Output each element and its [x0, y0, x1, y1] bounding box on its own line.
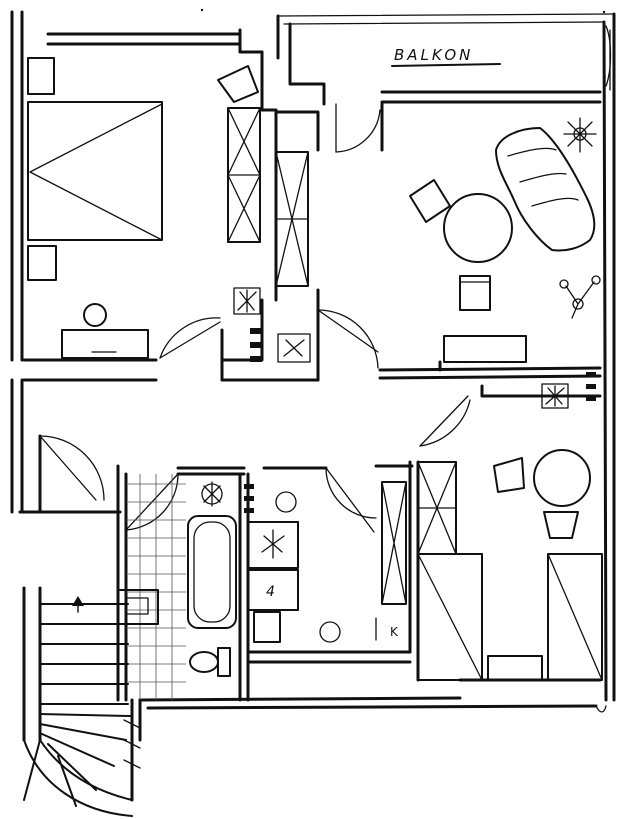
bathroom-tiles	[126, 474, 186, 700]
dining-table	[443, 193, 513, 263]
kitchen-label: K	[390, 625, 399, 639]
kitchen-sink-round	[275, 491, 297, 513]
balcony: BALKON	[391, 25, 612, 87]
dishwasher	[247, 521, 299, 569]
kitchen-door	[325, 467, 375, 533]
shaft-lower	[277, 333, 311, 363]
living-room	[409, 117, 601, 363]
armchair	[409, 179, 451, 223]
kitchen-cabinet	[253, 611, 281, 643]
shaft-right	[541, 383, 569, 409]
balcony-label: BALKON	[394, 46, 473, 64]
desk-chair-bottom	[543, 511, 579, 539]
living-room-door	[317, 309, 379, 353]
washbasin	[117, 589, 159, 625]
kitchen: 4 K	[247, 481, 407, 643]
washing-machine-label: 4	[266, 584, 275, 600]
nightstand-top	[27, 57, 55, 95]
side-table	[487, 655, 543, 681]
entrance-door	[39, 435, 97, 501]
doors	[39, 103, 471, 533]
sideboard	[443, 335, 527, 363]
second-room	[417, 372, 603, 681]
bedroom-chair	[217, 65, 259, 103]
sofa	[495, 127, 596, 252]
exterior-walls	[10, 10, 616, 713]
bedroom	[27, 57, 261, 359]
shaft-top	[233, 287, 261, 315]
kitchen-counter	[381, 481, 407, 605]
staircase	[23, 596, 141, 817]
heater-marks	[250, 328, 262, 362]
single-bed-right	[547, 553, 603, 681]
bedroom-lamp	[83, 303, 107, 327]
hallway-fixtures	[233, 151, 311, 363]
nightstand-bottom	[27, 245, 57, 281]
heater-marks-right	[586, 372, 596, 401]
toilet-icon	[189, 647, 231, 677]
desk-chair-left	[493, 457, 525, 493]
bathtub	[187, 515, 237, 629]
dresser	[61, 329, 149, 359]
desk-round	[533, 449, 591, 507]
child-room-door	[419, 395, 469, 447]
washing-machine	[247, 569, 299, 611]
double-bed	[27, 101, 163, 241]
chair	[459, 275, 491, 311]
interior-walls	[18, 50, 602, 802]
floor-lamp-icon	[559, 275, 601, 319]
bathroom	[117, 474, 254, 700]
single-bed-left	[417, 553, 483, 681]
bedroom-door	[159, 321, 221, 359]
plant-icon	[563, 117, 597, 153]
kitchen-lamp	[319, 621, 341, 643]
